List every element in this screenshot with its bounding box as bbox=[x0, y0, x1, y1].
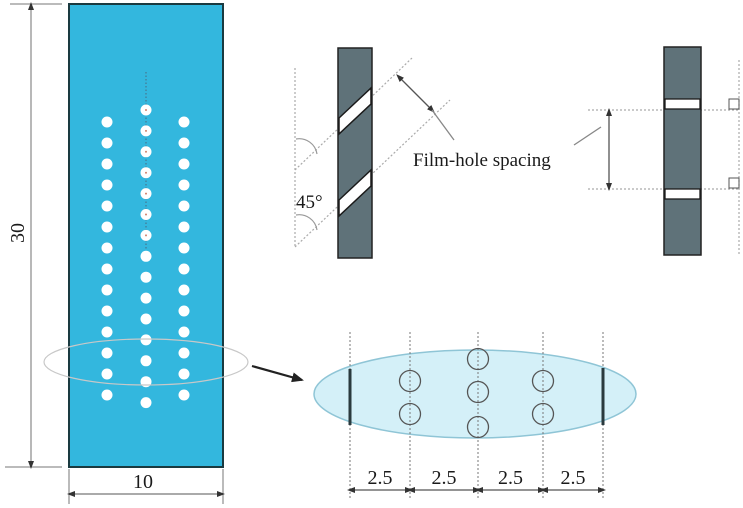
film-hole-right-1 bbox=[178, 116, 190, 128]
right-angle-marker-2 bbox=[728, 177, 740, 189]
film-hole-left-12 bbox=[101, 347, 113, 359]
film-hole-middle-13 bbox=[140, 355, 152, 367]
detail-hole-1 bbox=[398, 369, 422, 393]
film-hole-middle-15 bbox=[140, 397, 152, 409]
film-hole-middle-9 bbox=[140, 271, 152, 283]
film-hole-right-10 bbox=[178, 305, 190, 317]
spacing-dimension-inclined bbox=[396, 74, 435, 113]
film-hole-right-6 bbox=[178, 221, 190, 233]
angle-arc-1 bbox=[295, 138, 318, 155]
film-hole-middle-10 bbox=[140, 292, 152, 304]
perpendicular-hole-1 bbox=[664, 98, 701, 110]
hole-center-mark bbox=[145, 129, 147, 132]
film-hole-left-6 bbox=[101, 221, 113, 233]
film-hole-left-13 bbox=[101, 368, 113, 380]
spacing-label-4: 2.5 bbox=[561, 467, 586, 489]
perpendicular-hole-view bbox=[573, 46, 740, 256]
spacing-leader-perpendicular bbox=[573, 126, 602, 146]
film-hole-right-7 bbox=[178, 242, 190, 254]
hole-center-mark bbox=[145, 109, 147, 111]
film-hole-left-9 bbox=[101, 284, 113, 296]
film-hole-left-1 bbox=[101, 116, 113, 128]
right-angle-marker-1 bbox=[728, 98, 740, 110]
film-hole-middle-11 bbox=[140, 313, 152, 325]
film-hole-right-14 bbox=[178, 389, 190, 401]
hole-center-mark bbox=[145, 213, 147, 216]
film-hole-right-4 bbox=[178, 179, 190, 191]
film-hole-right-8 bbox=[178, 263, 190, 275]
plate-group: 30 10 bbox=[5, 2, 304, 504]
hole-center-mark bbox=[145, 150, 147, 153]
detail-view: 2.5 2.5 2.5 2.5 bbox=[313, 332, 637, 500]
film-hole-left-8 bbox=[101, 263, 113, 275]
detail-hole-6 bbox=[531, 369, 555, 393]
wall-section-perpendicular bbox=[663, 46, 702, 256]
perpendicular-hole-2 bbox=[664, 188, 701, 200]
detail-hole-5 bbox=[466, 415, 490, 439]
hole-center-mark bbox=[145, 234, 147, 237]
film-hole-left-3 bbox=[101, 158, 113, 170]
inclined-hole-view: 45° Film-hole spacing bbox=[294, 47, 551, 259]
inclined-hole-2 bbox=[338, 168, 372, 218]
height-label: 30 bbox=[7, 223, 29, 243]
film-hole-left-7 bbox=[101, 242, 113, 254]
film-hole-right-11 bbox=[178, 326, 190, 338]
film-hole-middle-8 bbox=[140, 250, 152, 262]
detail-hole-2 bbox=[398, 402, 422, 426]
film-hole-left-5 bbox=[101, 200, 113, 212]
spacing-label-3: 2.5 bbox=[498, 467, 523, 489]
film-hole-left-11 bbox=[101, 326, 113, 338]
film-hole-left-2 bbox=[101, 137, 113, 149]
spacing-label-2: 2.5 bbox=[432, 467, 457, 489]
detail-arrow bbox=[251, 364, 304, 383]
film-hole-left-14 bbox=[101, 389, 113, 401]
film-hole-middle-12 bbox=[140, 334, 152, 346]
film-hole-right-2 bbox=[178, 137, 190, 149]
film-hole-right-13 bbox=[178, 368, 190, 380]
detail-hole-7 bbox=[531, 402, 555, 426]
detail-hole-4 bbox=[466, 380, 490, 404]
detail-ellipse bbox=[313, 349, 637, 439]
detail-callout-ellipse bbox=[43, 338, 249, 386]
inclined-hole-1 bbox=[338, 86, 372, 136]
wall-section-inclined bbox=[337, 47, 373, 259]
film-hole-left-4 bbox=[101, 179, 113, 191]
angle-label: 45° bbox=[296, 192, 323, 213]
hole-array bbox=[101, 104, 190, 409]
detail-hole-array bbox=[398, 347, 555, 439]
hole-center-mark bbox=[145, 171, 147, 174]
film-hole-left-10 bbox=[101, 305, 113, 317]
angle-arc-2 bbox=[295, 214, 318, 231]
detail-hole-3 bbox=[466, 347, 490, 371]
hole-center-mark bbox=[145, 192, 147, 195]
film-hole-right-12 bbox=[178, 347, 190, 359]
detail-dimensions: 2.5 2.5 2.5 2.5 bbox=[347, 467, 606, 493]
spacing-leader bbox=[431, 109, 455, 141]
film-hole-right-3 bbox=[178, 158, 190, 170]
film-hole-right-9 bbox=[178, 284, 190, 296]
spacing-label-1: 2.5 bbox=[368, 467, 393, 489]
width-label: 10 bbox=[133, 471, 153, 493]
film-hole-right-5 bbox=[178, 200, 190, 212]
spacing-label: Film-hole spacing bbox=[413, 150, 551, 171]
